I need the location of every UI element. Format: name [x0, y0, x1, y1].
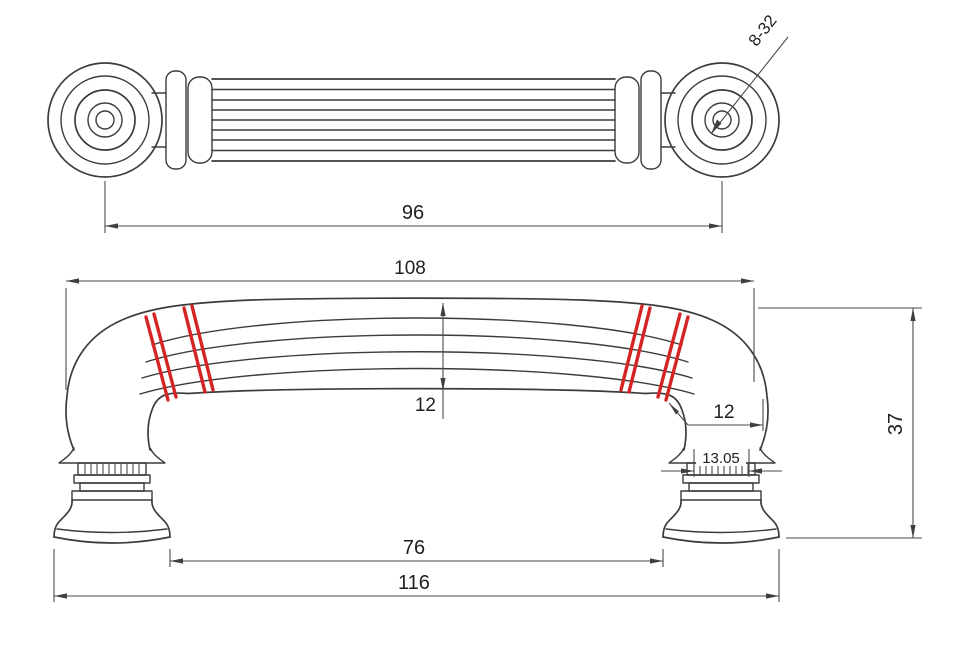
- dimension-12-end: 12: [668, 399, 764, 431]
- left-foot-knurl-ticks: [84, 464, 140, 474]
- arrowhead: [711, 119, 722, 134]
- handle-inner-profile: [147, 387, 687, 451]
- dimension-13-05: 13.05: [661, 449, 782, 477]
- arrowhead: [749, 468, 762, 474]
- label-backing: [696, 450, 746, 466]
- dim-12-grip-label: 12: [415, 395, 436, 416]
- arrowhead: [669, 403, 679, 415]
- thread-callout: 8-32: [710, 11, 789, 135]
- dim-37-label: 37: [885, 413, 907, 435]
- dimension-116: 116: [53, 549, 780, 602]
- arrowhead: [709, 223, 722, 229]
- red-accent-bands: [144, 304, 690, 402]
- dim-108-label: 108: [394, 258, 426, 279]
- top-view: 96 8-32: [47, 11, 789, 233]
- arrowhead: [910, 525, 916, 538]
- dim-116-label: 116: [398, 572, 430, 594]
- arrowhead: [66, 278, 79, 284]
- arrowhead: [170, 558, 183, 564]
- dim-76-label: 76: [403, 537, 425, 559]
- arrowhead: [741, 278, 754, 284]
- arrowhead: [681, 468, 694, 474]
- thread-callout-label: 8-32: [745, 11, 781, 50]
- arrowhead: [105, 223, 118, 229]
- arrowhead: [650, 558, 663, 564]
- dimension-37: 37: [758, 307, 922, 539]
- arrowhead: [440, 303, 446, 316]
- right-end-cap-circles: [664, 62, 780, 178]
- grip-bar-flutes-top: [211, 78, 616, 162]
- arrowhead: [910, 308, 916, 321]
- dimension-12-grip: 12: [415, 303, 446, 419]
- grip-bar-flutes-front: [139, 317, 695, 395]
- front-view: 108 12 12 13.05: [53, 258, 922, 602]
- dimension-76: 76: [169, 537, 664, 567]
- dimension-108: 108: [65, 258, 755, 390]
- arrowhead: [750, 422, 763, 428]
- right-foot: [662, 447, 780, 544]
- dim-12-end-label: 12: [713, 402, 734, 423]
- arrowhead: [54, 593, 67, 599]
- left-end-cap-circles: [47, 62, 163, 178]
- arrowhead: [440, 378, 446, 391]
- arrowhead: [766, 593, 779, 599]
- dim-13-05-label: 13.05: [702, 450, 740, 467]
- dim-96-label: 96: [402, 202, 424, 224]
- left-foot: [53, 447, 171, 544]
- dimension-96: 96: [104, 181, 723, 233]
